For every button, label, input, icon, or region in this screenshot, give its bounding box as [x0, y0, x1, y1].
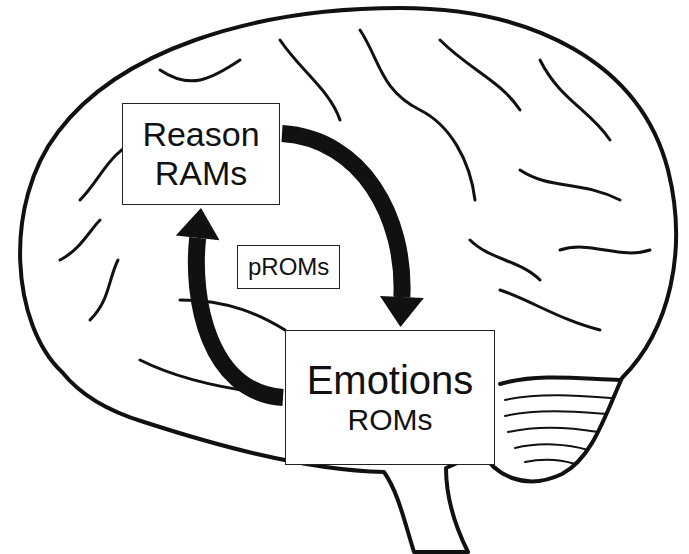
curved-arrow	[176, 208, 283, 398]
reason-box: ReasonRAMs	[122, 103, 280, 205]
box-subtext: RAMs	[155, 154, 248, 193]
emotions-box: EmotionsROMs	[285, 330, 495, 465]
cerebellum-border	[500, 377, 620, 384]
gyrus-line	[500, 290, 600, 330]
gyrus-line	[90, 260, 118, 320]
box-subtext: ROMs	[348, 403, 433, 438]
cerebellum-hatching	[505, 395, 612, 464]
arrowhead	[380, 296, 424, 327]
box-heading: Emotions	[307, 357, 474, 403]
gyrus-line	[160, 60, 240, 81]
proms-box: pROMs	[237, 245, 340, 289]
gyrus-line	[470, 240, 540, 280]
box-heading: Reason	[142, 115, 259, 154]
gyrus-line	[520, 170, 620, 200]
gyrus-line	[560, 247, 650, 253]
gyrus-line	[440, 40, 520, 110]
curved-arrow	[282, 134, 424, 327]
arrowhead	[176, 208, 220, 240]
gyrus-line	[60, 220, 100, 260]
gyrus-line	[540, 60, 610, 140]
gyrus-line	[280, 40, 340, 120]
brain-outline	[20, 8, 676, 552]
box-heading: pROMs	[248, 253, 329, 281]
